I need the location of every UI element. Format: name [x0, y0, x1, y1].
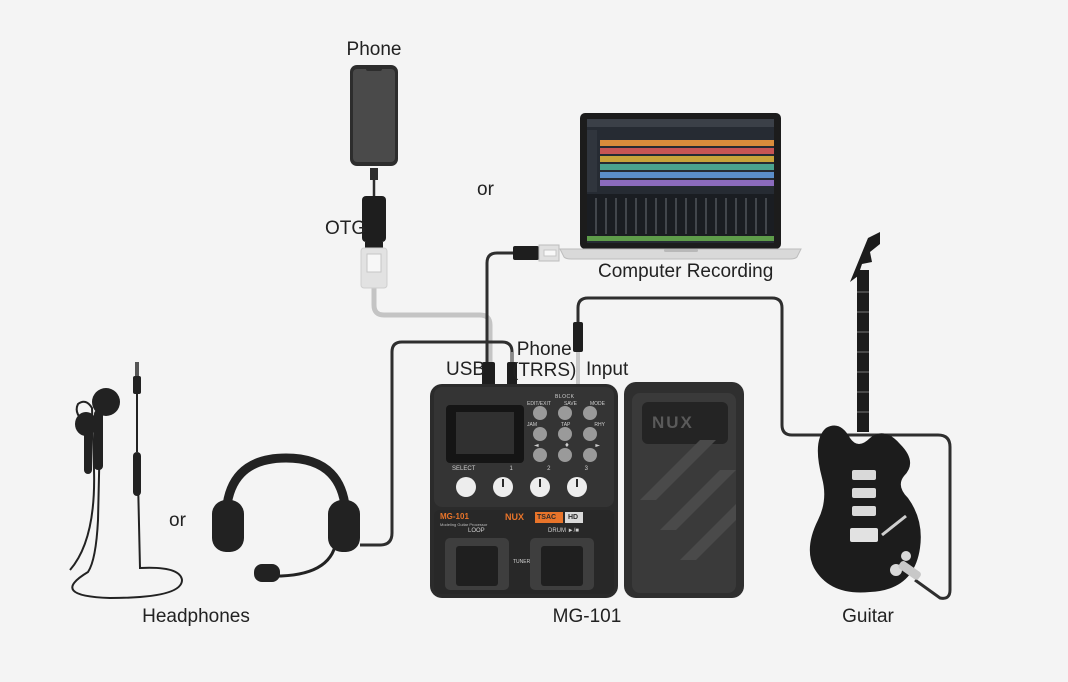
headphones-icon	[212, 453, 360, 582]
guitar-cable	[576, 296, 952, 600]
pedal-model-print: MG-101	[440, 512, 469, 521]
knob-label-1: 1	[509, 466, 513, 472]
or-left-label: or	[169, 510, 186, 531]
pedal-block-header: BLOCK	[555, 394, 575, 400]
computer-recording-label: Computer Recording	[598, 261, 774, 282]
pedal-btn-row1-labels: EDIT/EXIT SAVE MODE	[527, 402, 605, 407]
mg101-pedal-icon	[430, 322, 744, 598]
phone-label: Phone	[346, 39, 402, 60]
or-top-label: or	[477, 179, 494, 200]
knob-label-2: 2	[547, 466, 551, 472]
pedal-brand-logo: NUX	[505, 512, 525, 522]
knob-label-3: 3	[584, 466, 588, 472]
mg101-label: MG-101	[552, 606, 622, 627]
laptop-icon	[513, 113, 802, 262]
input-port-label: Input	[586, 359, 629, 380]
otg-cable	[371, 285, 493, 372]
headphone-cable	[360, 340, 514, 547]
btn-label-mode: MODE	[590, 401, 605, 407]
usb-port-label: USB	[446, 359, 486, 380]
btn-label-left: ◄	[534, 442, 539, 449]
btn-label-jam: JAM	[527, 422, 537, 428]
tuner-label: TUNER	[513, 559, 531, 565]
earbuds-icon	[69, 362, 184, 600]
btn-label-mid: ♦	[564, 442, 570, 449]
phone-trrs-line1: Phone	[516, 339, 572, 360]
phone-trrs-port-label: Phone (TRRS)	[512, 339, 576, 381]
btn-label-tap: TAP	[561, 422, 571, 428]
btn-label-right: ►	[595, 442, 600, 449]
pedal-btn-row3-labels: ◄ ♦ ►	[534, 443, 600, 449]
pedal-knob-labels: SELECT 1 2 3	[452, 466, 588, 472]
pedal-btn-row2-labels: JAM TAP RHY	[527, 423, 605, 428]
footswitch-loop-label: LOOP	[468, 528, 485, 534]
expression-pedal-logo: NUX	[652, 413, 694, 432]
otg-label: OTG	[325, 218, 367, 239]
otg-adapter-icon	[360, 196, 388, 289]
phone-trrs-line2: (TRRS)	[512, 360, 577, 381]
pedal-tsac-badge: TSAC	[537, 514, 557, 521]
btn-label-save: SAVE	[563, 401, 577, 407]
headphones-label: Headphones	[142, 606, 250, 627]
knob-label-select: SELECT	[452, 466, 476, 472]
phone-icon	[350, 65, 398, 198]
btn-label-edit-exit: EDIT/EXIT	[527, 401, 551, 407]
pedal-hd-badge: HD	[568, 514, 579, 521]
footswitch-drum-label: DRUM ►/■	[548, 528, 579, 534]
guitar-icon	[809, 232, 921, 593]
usb-cable	[485, 251, 515, 372]
btn-label-rhy: RHY	[594, 422, 605, 428]
pedal-subtitle-print: Modeling Guitar Processor	[440, 522, 488, 527]
guitar-label: Guitar	[842, 606, 894, 627]
